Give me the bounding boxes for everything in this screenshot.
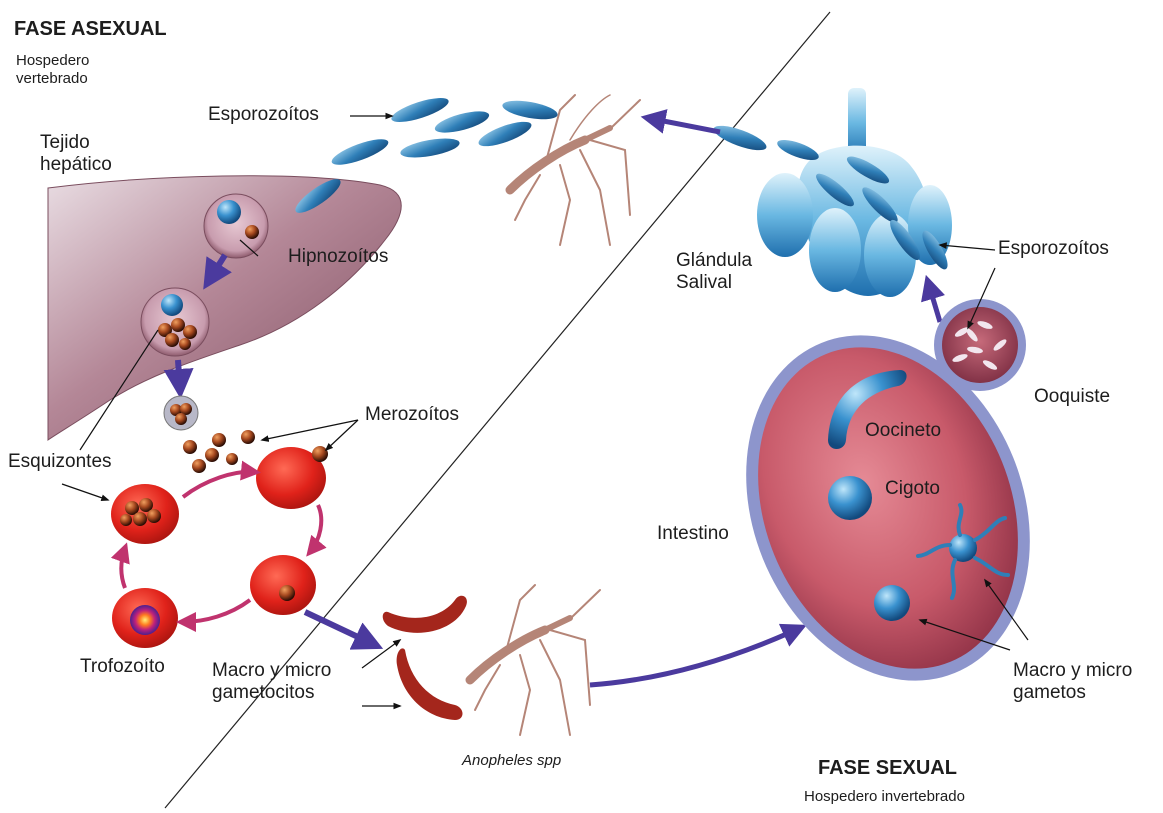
trophozoite-label: Trofozoíto (80, 656, 165, 678)
gametes-label: Macro y micro gametos (1013, 660, 1132, 704)
salivary-gland (757, 88, 952, 297)
rbc-ring (250, 555, 316, 615)
gametes-line1: Macro y micro (1013, 660, 1132, 682)
salivary-gland-label: Glándula Salival (676, 250, 752, 294)
microgamete (949, 534, 977, 562)
salivary-gland-line2: Salival (676, 272, 752, 294)
midgut-label: Intestino (657, 523, 729, 545)
schizonts-label: Esquizontes (8, 451, 112, 473)
oocyst (942, 307, 1018, 383)
liver-tissue-line1: Tejido (40, 132, 112, 154)
sporozoites-label-top: Esporozoítos (208, 104, 319, 126)
zygote (828, 476, 872, 520)
liver-tissue-line2: hepático (40, 154, 112, 176)
gametes-line2: gametos (1013, 682, 1132, 704)
asexual-host-label: Hospedero vertebrado (16, 52, 89, 88)
liver-illustration (48, 176, 401, 440)
merozoites-free (183, 430, 255, 473)
hypnozoites-label: Hipnozoítos (288, 246, 388, 268)
sporozoites-label-right: Esporozoítos (998, 238, 1109, 260)
merozoites-label: Merozoítos (365, 404, 459, 426)
gametocytes-label: Macro y micro gametocitos (212, 660, 331, 704)
oocyst-label: Ooquiste (1034, 386, 1110, 408)
arrow-to-midgut (590, 628, 800, 685)
arrow-gland-to-mosquito (648, 118, 720, 132)
gametocytes-line2: gametocitos (212, 682, 331, 704)
gametocytes-line1: Macro y micro (212, 660, 331, 682)
salivary-gland-line1: Glándula (676, 250, 752, 272)
asexual-phase-title: FASE ASEXUAL (14, 18, 167, 40)
zygote-label: Cigoto (885, 478, 940, 500)
arrow-liver-to-blood (178, 360, 180, 390)
asexual-host-line1: Hospedero (16, 52, 89, 70)
gametocytes (383, 596, 467, 720)
sexual-host-label: Hospedero invertebrado (804, 788, 965, 806)
anopheles-label: Anopheles spp (462, 750, 561, 772)
liver-tissue-label: Tejido hepático (40, 132, 112, 176)
erythrocytic-cycle (111, 446, 328, 648)
asexual-host-line2: vertebrado (16, 70, 89, 88)
ookinete-label: Oocineto (865, 420, 941, 442)
mosquito-bottom (470, 585, 600, 735)
sexual-phase-title: FASE SEXUAL (818, 757, 957, 779)
arrow-oocyst-to-gland (928, 282, 940, 322)
midgut (696, 292, 1080, 723)
macrogamete (874, 585, 910, 621)
rbc-schizont (111, 484, 179, 544)
